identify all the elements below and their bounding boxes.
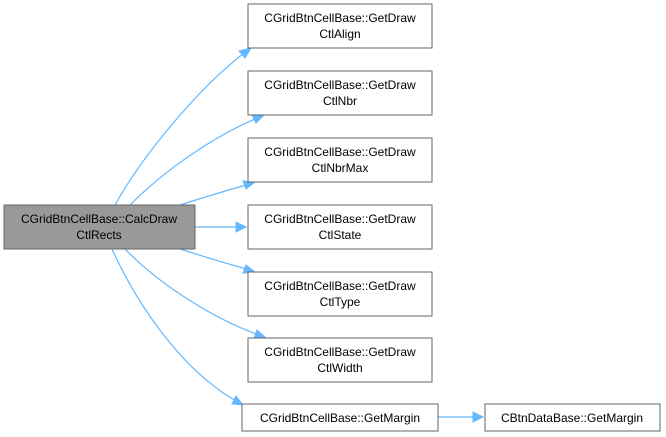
node-label: CGridBtnCellBase::GetMargin [260,411,420,425]
node-label-line2: CtlNbr [323,94,357,108]
arrowhead-get-draw-ctl-width [253,329,268,339]
node-label-line2: CtlAlign [319,27,360,41]
arrowhead-btn-data-get-margin [472,411,485,423]
arrowhead-get-margin [231,395,245,406]
node-get-margin[interactable]: CGridBtnCellBase::GetMargin [241,403,439,432]
node-label-line1: CGridBtnCellBase::GetDraw [264,212,416,226]
arrowhead-get-draw-ctl-state [235,221,248,233]
edge-calc-to-get-draw-ctl-nbr-max [179,183,251,206]
node-label-line1: CGridBtnCellBase::GetDraw [264,345,416,359]
node-label-line2: CtlNbrMax [312,161,369,175]
node-label-line1: CGridBtnCellBase::GetDraw [264,78,416,92]
node-label-line2: CtlType [320,295,361,309]
edge-calc-to-get-draw-ctl-width [124,248,263,337]
node-label: CBtnDataBase::GetMargin [501,411,643,425]
node-label-line1: CGridBtnCellBase::CalcDraw [21,212,177,226]
node-get-draw-ctl-state[interactable]: CGridBtnCellBase::GetDraw CtlState [247,204,433,250]
edges [111,47,485,423]
edge-calc-to-get-draw-ctl-type [179,248,251,271]
arrowhead-get-draw-ctl-nbr [251,114,266,124]
edge-calc-to-get-draw-ctl-align [114,49,249,206]
node-calc-draw-ctl-rects[interactable]: CGridBtnCellBase::CalcDraw CtlRects [3,204,196,250]
node-get-draw-ctl-align[interactable]: CGridBtnCellBase::GetDraw CtlAlign [247,3,433,49]
node-btn-data-get-margin[interactable]: CBtnDataBase::GetMargin [484,403,661,432]
node-label-line1: CGridBtnCellBase::GetDraw [264,279,416,293]
node-label-line2: CtlWidth [317,361,362,375]
node-label-line1: CGridBtnCellBase::GetDraw [264,145,416,159]
node-get-draw-ctl-nbr[interactable]: CGridBtnCellBase::GetDraw CtlNbr [247,70,433,116]
node-label-line1: CGridBtnCellBase::GetDraw [264,11,416,25]
node-get-draw-ctl-width[interactable]: CGridBtnCellBase::GetDraw CtlWidth [247,337,433,383]
node-label-line2: CtlState [319,228,362,242]
edge-calc-to-get-margin [111,248,239,403]
node-label-line2: CtlRects [76,228,121,242]
edge-calc-to-get-draw-ctl-nbr [129,116,261,206]
arrowhead-get-draw-ctl-align [238,47,253,59]
node-get-draw-ctl-nbr-max[interactable]: CGridBtnCellBase::GetDraw CtlNbrMax [247,137,433,183]
node-get-draw-ctl-type[interactable]: CGridBtnCellBase::GetDraw CtlType [247,271,433,317]
